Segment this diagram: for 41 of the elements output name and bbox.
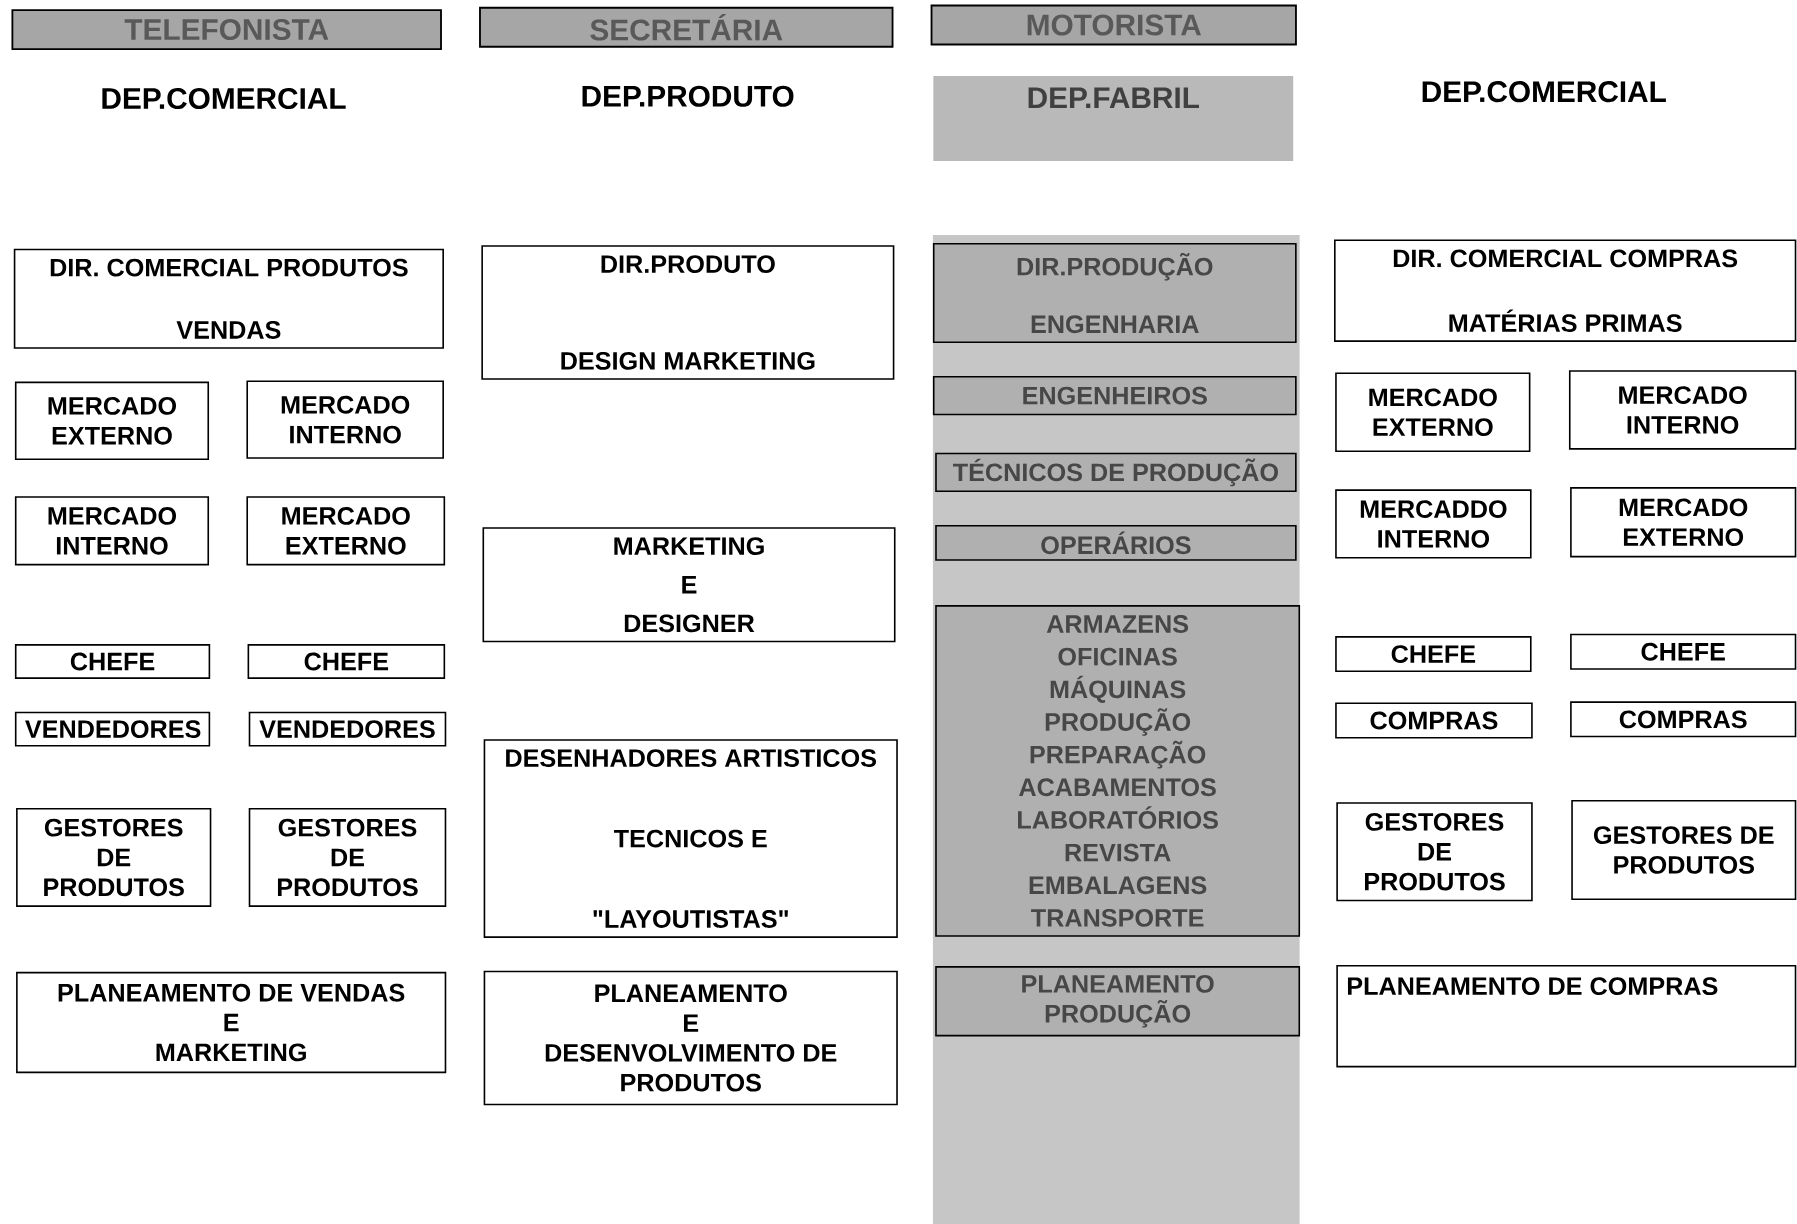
role-bar: MOTORISTA [930,4,1297,46]
unit-box: CHEFE [1570,633,1797,670]
unit-box: GESTORES DE PRODUTOS [1571,799,1797,901]
unit-box: VENDEDORES [248,711,447,747]
unit-box: CHEFE [247,644,446,679]
role-bar: SECRETÁRIA [479,6,894,48]
unit-box: DIR.PRODUÇÃO ENGENHARIA [932,242,1297,344]
unit-box: PLANEAMENTO DE VENDAS E MARKETING [16,971,447,1074]
unit-box: ARMAZENS OFICINAS MÁQUINAS PRODUÇÃO PREPARAÇÃO ACABAMENTOS LABORATÓRIOS REVISTA EMBALAGENS TRANSPORTE [935,605,1301,937]
unit-box: MERCADO INTERNO [1568,370,1797,450]
unit-box: ENGENHEIROS [932,375,1297,416]
department-box: DEP.FABRIL [933,76,1294,161]
unit-box: MERCADO EXTERNO [1570,487,1797,558]
department-heading: DEP.COMERCIAL [102,88,346,110]
unit-box: DIR. COMERCIAL PRODUTOS VENDAS [13,248,444,349]
unit-box: MERCADDO INTERNO [1335,489,1532,559]
role-bar: TELEFONISTA [11,9,442,50]
unit-box: PLANEAMENTO DE COMPRAS [1336,965,1797,1068]
unit-box: TÉCNICOS DE PRODUÇÃO [935,452,1297,493]
unit-box: MERCADO INTERNO [246,380,444,459]
department-heading: DEP.PRODUTO [582,85,794,107]
unit-box: CHEFE [14,644,211,679]
unit-box: DIR. COMERCIAL COMPRAS MATÉRIAS PRIMAS [1334,239,1797,342]
unit-box: GESTORES DE PRODUTOS [1336,802,1533,902]
unit-box: MERCADO INTERNO [14,496,210,566]
unit-box: CHEFE [1335,636,1532,673]
unit-box: VENDEDORES [14,711,211,747]
unit-box: COMPRAS [1335,702,1533,739]
unit-box: COMPRAS [1570,701,1797,738]
unit-box: PLANEAMENTO PRODUÇÃO [935,966,1301,1037]
department-heading: DEP.COMERCIAL [1422,81,1666,103]
unit-box: DESENHADORES ARTISTICOS TECNICOS E "LAYOUTISTAS" [483,739,898,938]
unit-box: MARKETING E DESIGNER [482,527,896,643]
unit-box: MERCADO EXTERNO [1335,372,1531,452]
unit-box: GESTORES DE PRODUTOS [16,807,212,907]
unit-box: MERCADO EXTERNO [14,381,210,461]
unit-box: MERCADO EXTERNO [246,496,446,566]
unit-box: PLANEAMENTO E DESENVOLVIMENTO DE PRODUTOS [483,970,898,1106]
unit-box: GESTORES DE PRODUTOS [248,807,447,907]
unit-box: DIR.PRODUTO DESIGN MARKETING [481,245,895,380]
unit-box: OPERÁRIOS [935,524,1297,561]
